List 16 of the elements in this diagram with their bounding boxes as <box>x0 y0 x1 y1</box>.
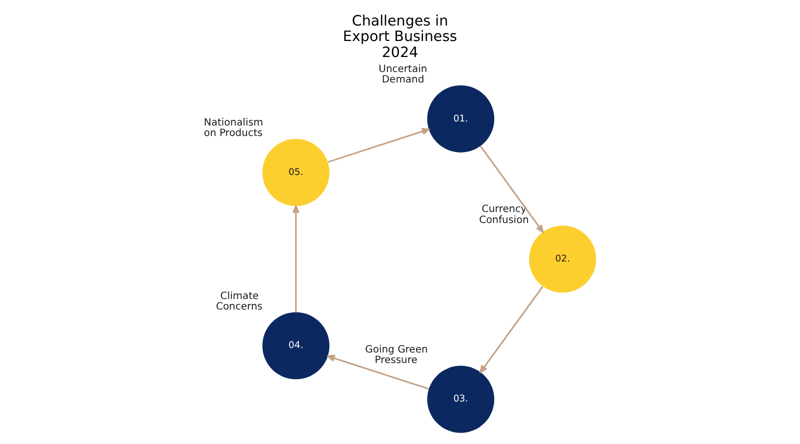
arrow <box>480 286 544 373</box>
node-circle: 05. <box>262 138 330 206</box>
arrow <box>327 354 429 390</box>
node-circle: 04. <box>262 312 330 380</box>
node-circle: 01. <box>427 85 494 152</box>
node-label: Going Green Pressure <box>365 344 428 366</box>
node-label: Nationalism on Products <box>204 117 264 140</box>
diagram-title: Challenges in Export Business 2024 <box>342 13 458 61</box>
arrow <box>328 128 430 163</box>
node-label: Uncertain Demand <box>378 64 428 86</box>
node-circle: 03. <box>427 366 494 433</box>
node-label: Climate Concerns <box>216 290 262 313</box>
arrow <box>480 146 544 233</box>
node-label: Currency Confusion <box>479 204 529 226</box>
node-circle: 02. <box>529 226 596 293</box>
arrow <box>292 206 300 312</box>
